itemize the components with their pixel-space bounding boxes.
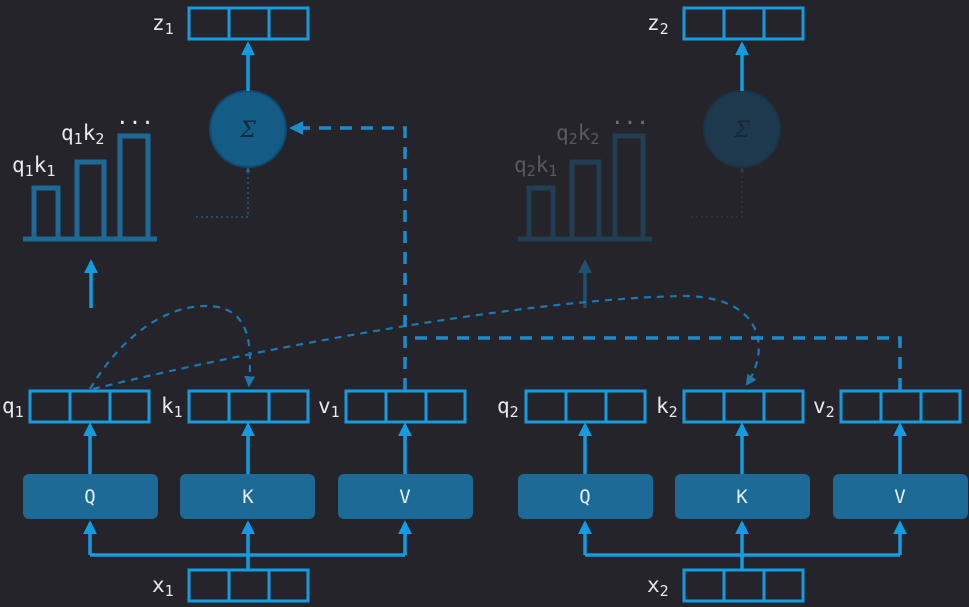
score-ellipsis-1: ... <box>116 105 154 129</box>
label-q1: q1 <box>2 394 24 421</box>
v1-to-sigma1-dashed-arrow <box>289 121 407 390</box>
weighted-sum-node-2: Σ <box>703 90 781 168</box>
input-vector-x2 <box>682 568 805 603</box>
score-label-q1k2: q1k2 <box>61 121 104 148</box>
label-v1: v1 <box>318 394 340 421</box>
projection-k-1: K <box>180 474 315 519</box>
label-z2: z2 <box>647 11 669 38</box>
label-x1: x1 <box>152 573 174 600</box>
label-x2: x2 <box>647 573 669 600</box>
svg-text:V: V <box>894 486 905 508</box>
output-vector-z2 <box>682 6 805 41</box>
scores-to-sigma-dotted-2 <box>691 166 745 218</box>
faded-attention-2: q2k1 q2k2 ... Σ <box>514 90 781 308</box>
block-token2: x2 Q K V q2 k2 v2 <box>497 6 968 603</box>
output-vector-z1 <box>187 6 310 41</box>
value-vector-v2 <box>839 389 962 424</box>
score-label-q2k1: q2k1 <box>514 153 557 180</box>
block-token1: x1 Q K V q1 k1 <box>2 6 473 603</box>
query-vector-q1 <box>28 389 151 424</box>
svg-text:Q: Q <box>84 486 95 508</box>
query-vector-q2 <box>524 389 647 424</box>
attention-scores-bars-1 <box>23 133 157 242</box>
projection-q-2: Q <box>518 474 653 519</box>
svg-text:V: V <box>399 486 410 508</box>
label-z1: z1 <box>152 11 174 38</box>
value-vector-v1 <box>344 389 467 424</box>
label-k2: k2 <box>656 394 678 421</box>
q1-to-k1-dashed-arrow <box>89 304 256 390</box>
label-k1: k1 <box>161 394 183 421</box>
label-q2: q2 <box>497 394 519 421</box>
svg-text:Σ: Σ <box>239 118 256 143</box>
scores-to-sigma-dotted-1 <box>196 166 251 218</box>
key-vector-k1 <box>187 389 310 424</box>
projection-v-2: V <box>833 474 968 519</box>
x2-to-projections-lines <box>585 553 900 570</box>
weighted-sum-node-1: Σ <box>209 90 287 168</box>
label-v2: v2 <box>813 394 835 421</box>
x1-to-projections-lines <box>90 553 405 570</box>
svg-text:K: K <box>736 486 748 508</box>
v2-to-sigma1-dashed-line <box>405 336 902 390</box>
projection-k-2: K <box>675 474 810 519</box>
svg-text:K: K <box>242 486 254 508</box>
score-label-q2k2: q2k2 <box>556 121 599 148</box>
score-label-q1k1: q1k1 <box>12 153 55 180</box>
svg-text:Q: Q <box>579 486 590 508</box>
input-vector-x1 <box>187 568 310 603</box>
projection-v-1: V <box>338 474 473 519</box>
projection-q-1: Q <box>23 474 158 519</box>
q1-to-k2-dashed-arrow <box>92 294 760 391</box>
attention-scores-bars-2 <box>518 133 652 242</box>
score-ellipsis-2: ... <box>611 105 649 129</box>
svg-text:Σ: Σ <box>733 118 750 143</box>
key-vector-k2 <box>682 389 805 424</box>
